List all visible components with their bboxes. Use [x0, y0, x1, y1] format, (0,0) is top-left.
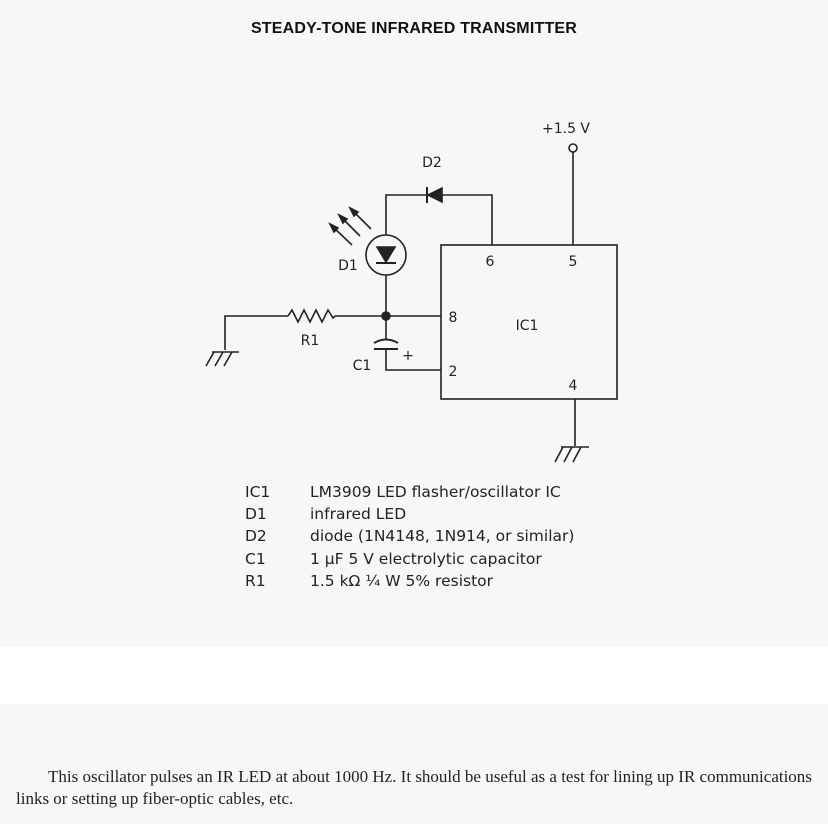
- r1-resistor-icon: [287, 308, 336, 324]
- diagram-title: STEADY-TONE INFRARED TRANSMITTER: [250, 20, 578, 37]
- d2-label: D2: [422, 155, 442, 171]
- part-description: infrared LED: [310, 505, 407, 524]
- part-ref: C1: [245, 549, 266, 568]
- wire-pin6-d2-d1: [385, 194, 493, 245]
- parts-list-item: C1 1 µF 5 V electrolytic capacitor: [245, 548, 574, 570]
- pin-6-label: 6: [486, 254, 495, 270]
- c1-plate-curved: [373, 338, 399, 344]
- part-description: 1 µF 5 V electrolytic capacitor: [310, 549, 542, 568]
- wire-c1-pin2: [385, 349, 441, 371]
- supply-terminal: [568, 143, 578, 153]
- pin-4-label: 4: [569, 378, 578, 394]
- d1-led-icon: [365, 234, 407, 276]
- r1-label: R1: [301, 333, 320, 349]
- circuit-description: This oscillator pulses an IR LED at abou…: [16, 767, 812, 808]
- pin-5-label: 5: [569, 254, 578, 270]
- parts-list-item: IC1 LM3909 LED flasher/oscillator IC: [245, 481, 574, 503]
- light-emission-arrows-icon: [328, 206, 372, 246]
- text-panel: [0, 704, 828, 824]
- c1-label: C1: [353, 358, 372, 374]
- part-ref: R1: [245, 571, 266, 590]
- part-ref: D2: [245, 527, 267, 546]
- supply-label: +1.5 V: [542, 121, 590, 137]
- ground-icon: [205, 351, 239, 367]
- parts-list-item: D2 diode (1N4148, 1N914, or similar): [245, 525, 574, 547]
- part-description: 1.5 kΩ ¼ W 5% resistor: [310, 571, 494, 590]
- c1-polarity-label: +: [402, 348, 414, 364]
- part-ref: IC1: [245, 483, 271, 501]
- part-description: LM3909 LED flasher/oscillator IC: [310, 483, 561, 501]
- ground-icon: [554, 446, 589, 463]
- pin-2-label: 2: [449, 364, 458, 380]
- circuit-schematic: +1.5 V D2 D1 R1 C1 + IC1 6 5 8 2 4: [205, 121, 618, 463]
- d2-diode-icon: [426, 186, 443, 204]
- diagram-panel: [0, 0, 828, 647]
- part-ref: D1: [245, 505, 267, 524]
- parts-list-item: D1 infrared LED: [245, 503, 574, 525]
- d1-label: D1: [338, 258, 358, 274]
- parts-list-item: R1 1.5 kΩ ¼ W 5% resistor: [245, 570, 574, 592]
- pin-8-label: 8: [449, 310, 458, 326]
- parts-list: IC1 LM3909 LED flasher/oscillator IC D1 in…: [245, 481, 574, 592]
- ic1-label: IC1: [516, 318, 539, 334]
- ic1-body: [440, 244, 618, 400]
- part-description: diode (1N4148, 1N914, or similar): [310, 527, 575, 546]
- wire-ground-r1: [224, 315, 288, 350]
